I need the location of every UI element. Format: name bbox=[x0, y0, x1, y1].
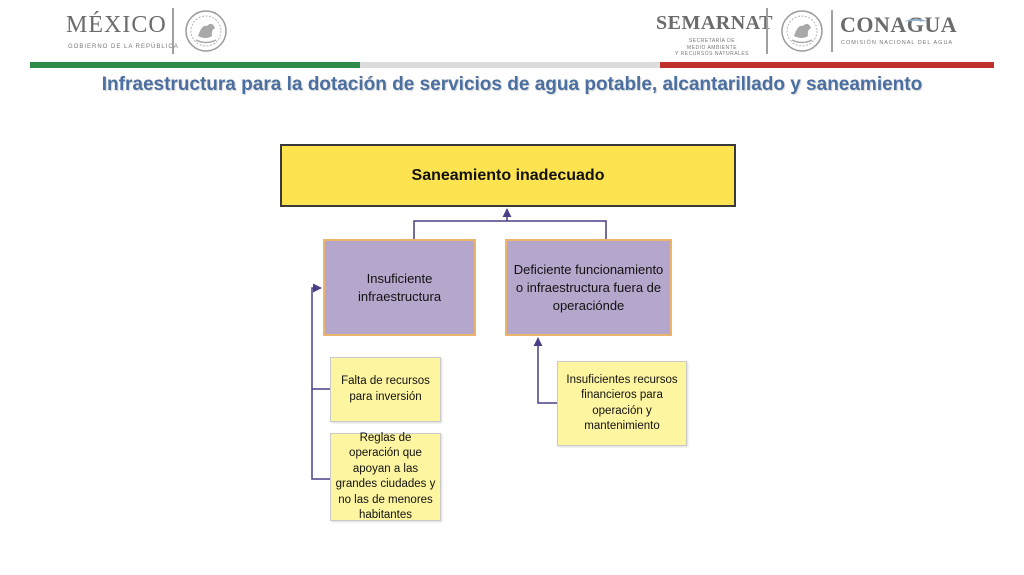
logo-divider bbox=[172, 8, 174, 54]
header: MÉXICO GOBIERNO DE LA REPÚBLICA SEMARNAT… bbox=[0, 0, 1024, 62]
mexico-wordmark: MÉXICO bbox=[66, 12, 167, 38]
mexico-seal-icon bbox=[781, 10, 823, 52]
connector-cause-to-root bbox=[413, 220, 607, 240]
semarnat-logo: SEMARNAT SECRETARÍA DE MEDIO AMBIENTE Y … bbox=[654, 10, 774, 60]
connector-right-subcause bbox=[533, 337, 558, 404]
conagua-subtitle: COMISIÓN NACIONAL DEL AGUA bbox=[841, 40, 954, 46]
mexico-subtitle: GOBIERNO DE LA REPÚBLICA bbox=[68, 44, 179, 50]
page-title: Infraestructura para la dotación de serv… bbox=[101, 74, 923, 95]
semarnat-subtitle: SECRETARÍA DE MEDIO AMBIENTE Y RECURSOS … bbox=[672, 38, 752, 58]
connector-left-subcauses-lower bbox=[311, 389, 332, 480]
stripe-green bbox=[30, 62, 360, 68]
logo-divider bbox=[831, 10, 833, 52]
logo-divider bbox=[766, 8, 768, 54]
conagua-logo: CONAGUA COMISIÓN NACIONAL DEL AGUA bbox=[840, 12, 970, 52]
stripe-white bbox=[360, 62, 660, 68]
subcause-box-falta-recursos: Falta de recursos para inversión bbox=[330, 357, 441, 422]
stripe-red bbox=[660, 62, 994, 68]
subcause-box-insuficientes-recursos: Insuficientes recursos financieros para … bbox=[557, 361, 687, 446]
conagua-wordmark: CONAGUA bbox=[840, 12, 958, 37]
wave-icon bbox=[905, 19, 927, 25]
subcause-box-reglas-operacion: Reglas de operación que apoyan a las gra… bbox=[330, 432, 441, 521]
semarnat-wordmark: SEMARNAT bbox=[656, 12, 773, 34]
root-problem-box: Saneamiento inadecuado bbox=[280, 144, 736, 207]
semarnat-subtitle-line: SECRETARÍA DE bbox=[688, 38, 736, 44]
mexico-seal-icon bbox=[185, 10, 227, 52]
semarnat-subtitle-line: Y RECURSOS NATURALES bbox=[675, 51, 749, 57]
mexico-logo: MÉXICO GOBIERNO DE LA REPÚBLICA bbox=[62, 10, 242, 58]
semarnat-subtitle-line: MEDIO AMBIENTE bbox=[686, 44, 738, 51]
cause-box-insuficiente: Insuficiente infraestructura bbox=[323, 239, 476, 336]
cause-box-deficiente: Deficiente funcionamiento o infraestruct… bbox=[505, 239, 672, 336]
